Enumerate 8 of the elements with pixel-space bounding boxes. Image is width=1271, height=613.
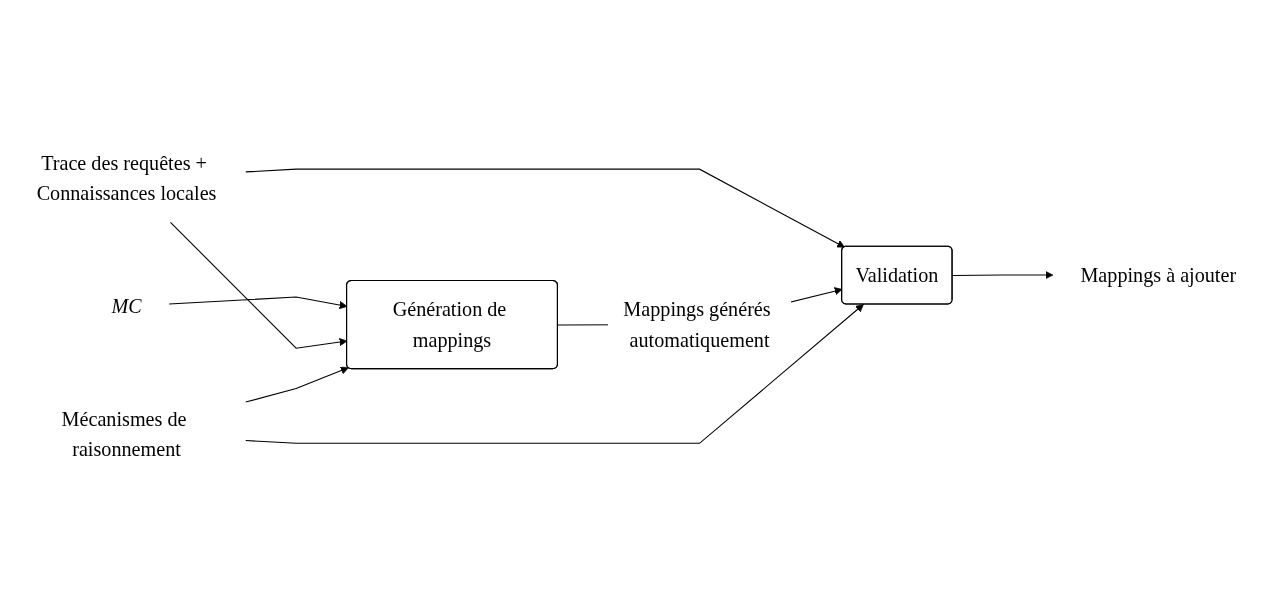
node-text: MC (111, 295, 142, 318)
node-text: Trace des requêtes + Connaissances locales (36, 152, 217, 206)
arrow (245, 168, 845, 248)
node-text: Mécanismes de raisonnement (61, 407, 187, 461)
arrow (245, 366, 349, 403)
node-text: Mappings à ajouter (1080, 263, 1237, 287)
arrow (245, 304, 864, 445)
edge-label: Mappings générés automatiquement (623, 298, 771, 352)
